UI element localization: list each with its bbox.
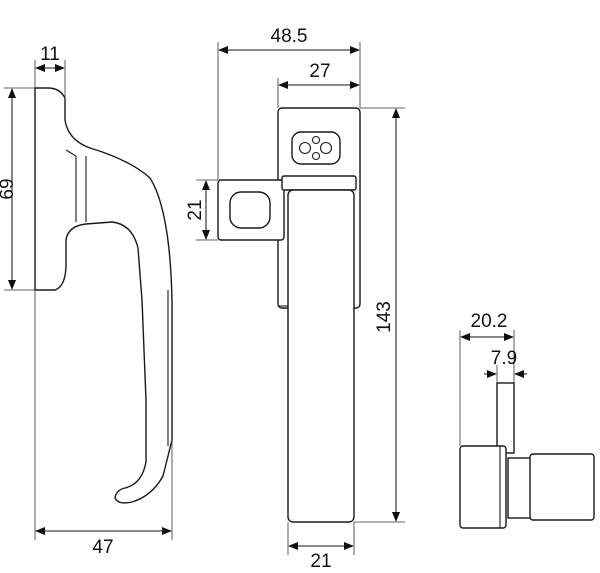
dim-label-69: 69 [0,178,18,199]
dim-label-21-horizontal: 21 [310,551,331,572]
dim-label-47: 47 [92,537,113,558]
dim-label-20-2: 20.2 [471,311,508,332]
dimension-end-spindle-width: 7.9 [484,348,527,383]
dimension-end-total-width: 20.2 [459,311,515,446]
front-view-handle [217,107,361,523]
dim-label-21-vertical: 21 [185,199,206,220]
side-view-handle [34,87,173,504]
end-view-spindle [459,382,595,529]
dim-label-11: 11 [40,44,60,65]
dimension-side-top-width: 11 [34,44,66,98]
screw-cover-icon [291,131,341,165]
dimension-front-total-height: 143 [354,107,405,523]
dimension-side-height: 69 [0,87,35,291]
dim-label-48-5: 48.5 [271,26,308,47]
dim-label-143: 143 [374,301,395,333]
dimension-front-cap-width: 27 [277,61,360,108]
dim-label-27: 27 [309,61,330,82]
dimension-front-square-height: 21 [185,179,218,241]
dim-label-7-9: 7.9 [491,348,517,369]
dimension-front-handle-width: 21 [287,522,355,572]
dimension-front-total-width: 48.5 [217,26,361,180]
dimension-side-width: 47 [34,290,173,558]
